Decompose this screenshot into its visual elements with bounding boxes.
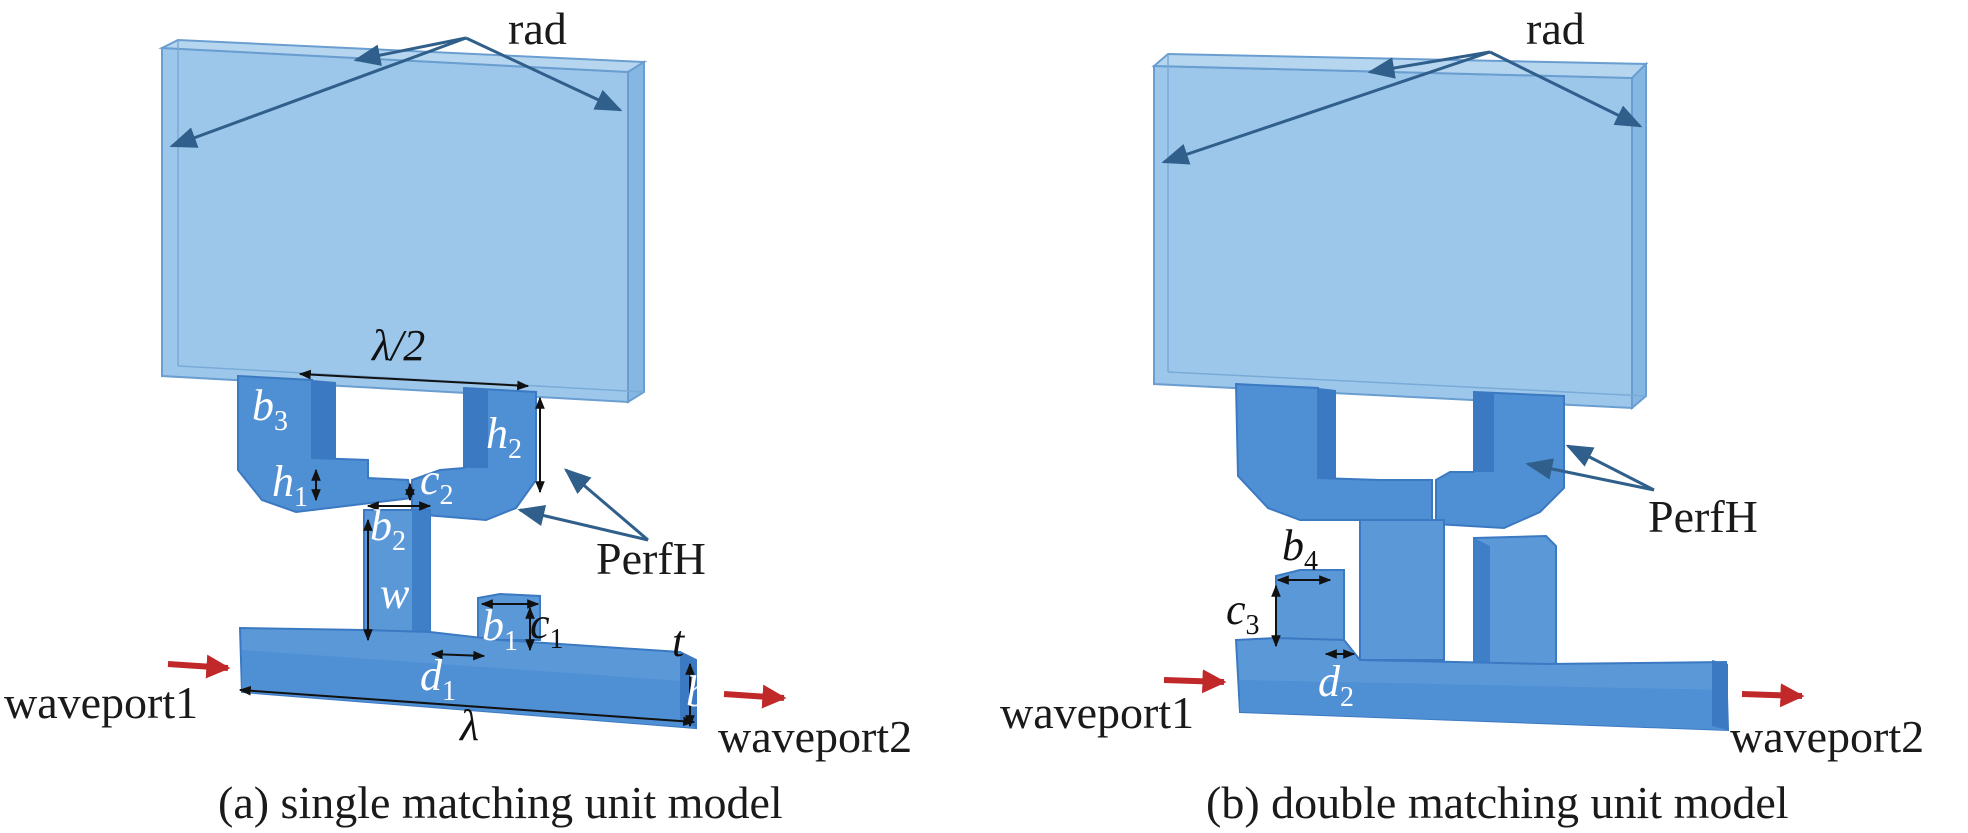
waveport2-label-b: waveport2 [1730,711,1924,762]
radiation-box-b [1151,52,1649,411]
leader-lines-b [1161,50,1655,492]
dim-b3: b3 [252,381,288,437]
waveport2-label-a: waveport2 [718,711,912,762]
dim-c3: c3 [1226,585,1260,641]
rad-label-a: rad [508,3,567,54]
port-arrow-icon-b2 [1741,683,1805,708]
waveport1-label-b: waveport1 [1000,687,1194,738]
dim-b: b [686,667,708,716]
dim-t: t [672,617,686,666]
matching-structure-b [1234,382,1730,732]
radiation-box-a [158,38,648,404]
leader-lines-a [169,36,649,542]
dim-b2: b2 [370,501,406,557]
dim-b1: b1 [482,601,518,657]
perfh-label-a: PerfH [596,533,706,584]
dim-d2: d2 [1318,657,1354,713]
dimension-lines-a [238,369,696,728]
dim-c2: c2 [420,455,454,511]
caption-a: (a) single matching unit model [218,777,783,828]
dim-c1: c1 [530,599,564,655]
port-arrow-icon-a1 [167,654,231,679]
dimension-lines-b [1271,575,1356,659]
port-arrow-icon-a2 [723,684,787,709]
dim-w: w [380,569,410,618]
rad-label-b: rad [1526,3,1585,54]
panel-a: rad PerfH waveport1 waveport2 (a) single… [4,3,912,828]
dim-h2: h2 [486,409,522,465]
dim-h1: h1 [272,457,308,513]
waveport1-label-a: waveport1 [4,677,198,728]
port-arrow-icon-b1 [1163,669,1227,694]
dim-b4: b4 [1282,521,1318,577]
dim-half-lambda: λ/2 [370,321,425,370]
dim-d1: d1 [420,651,456,707]
perfh-label-b: PerfH [1648,491,1758,542]
caption-b: (b) double matching unit model [1206,777,1789,828]
panel-b: rad PerfH waveport1 waveport2 (b) double… [1000,3,1924,828]
dim-lambda: λ [458,701,479,750]
